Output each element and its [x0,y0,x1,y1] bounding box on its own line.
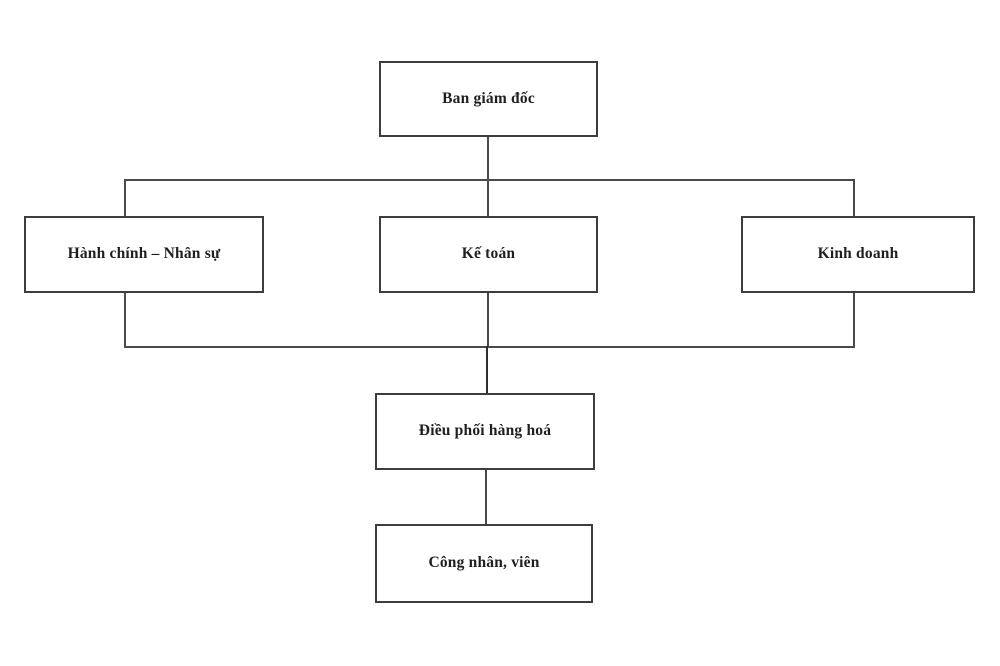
node-ke-toan[interactable]: Kế toán [379,216,598,293]
node-label-ban-giam-doc: Ban giám đốc [442,89,535,107]
node-kinh-doanh[interactable]: Kinh doanh [741,216,975,293]
node-label-hanh-chinh-nhan-su: Hành chính – Nhân sự [67,245,221,263]
connector-c-top-stem [487,137,489,180]
node-ban-giam-doc[interactable]: Ban giám đốc [379,61,598,137]
node-label-kinh-doanh: Kinh doanh [817,245,899,263]
node-dieu-phoi-hang-hoa[interactable]: Điều phối hàng hoá [375,393,595,470]
connector-c-right-riser [853,293,855,348]
node-label-ke-toan: Kế toán [461,245,516,263]
connector-c-upper-mid-drop [487,179,489,217]
connector-c-lower-mid-drop [486,346,488,394]
connector-c-upper-left-drop [124,179,126,217]
connector-c-upper-bus [124,179,855,181]
connector-c-bottom-stem [485,470,487,525]
node-hanh-chinh-nhan-su[interactable]: Hành chính – Nhân sự [24,216,264,293]
connector-c-mid-riser [487,293,489,348]
node-label-dieu-phoi-hang-hoa: Điều phối hàng hoá [418,422,552,440]
node-cong-nhan-vien[interactable]: Công nhân, viên [375,524,593,603]
connector-c-lower-bus [124,346,855,348]
connector-c-upper-right-drop [853,179,855,217]
connector-c-left-riser [124,293,126,348]
node-label-cong-nhan-vien: Công nhân, viên [428,554,540,572]
